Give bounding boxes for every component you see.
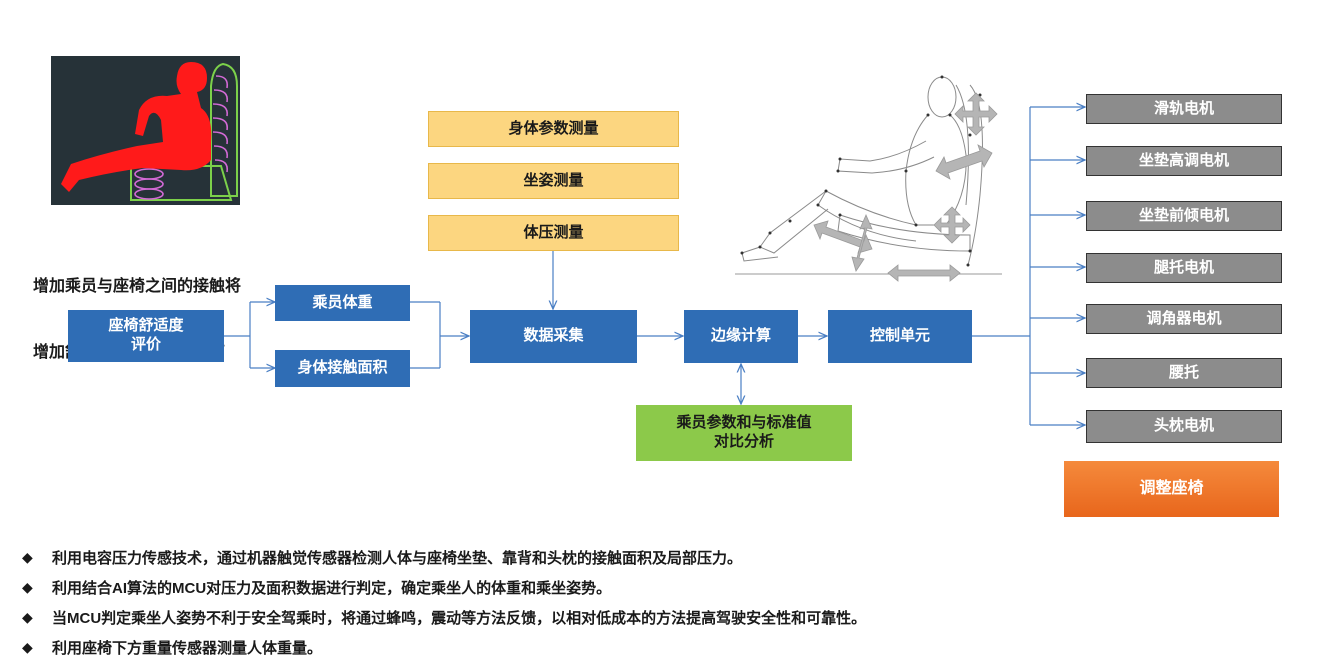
body-contact-area-box: 身体接触面积 — [275, 350, 410, 387]
occupant-weight-box: 乘员体重 — [275, 285, 410, 321]
diamond-bullet-icon: ◆ — [22, 548, 33, 565]
motor-box-cushion-tilt: 坐垫前倾电机 — [1086, 201, 1282, 231]
seat-adjustment-figure — [730, 75, 1005, 295]
edge-computing-box: 边缘计算 — [684, 310, 798, 363]
bullet-text: 利用电容压力传感技术，通过机器触觉传感器检测人体与座椅坐垫、靠背和头枕的接触面积… — [52, 549, 743, 567]
bullet-item: ◆ 利用座椅下方重量传感器测量人体重量。 — [22, 632, 866, 662]
bullet-text: 利用座椅下方重量传感器测量人体重量。 — [52, 639, 323, 657]
control-unit-box: 控制单元 — [828, 310, 972, 363]
bullet-text: 利用结合AI算法的MCU对压力及面积数据进行判定，确定乘坐人的体重和乘坐姿势。 — [52, 579, 612, 597]
pressure-map-image — [51, 56, 240, 205]
comfort-evaluation-box: 座椅舒适度 评价 — [68, 310, 224, 362]
bullet-item: ◆ 利用结合AI算法的MCU对压力及面积数据进行判定，确定乘坐人的体重和乘坐姿势… — [22, 572, 866, 602]
measurement-box-body-params: 身体参数测量 — [428, 111, 679, 147]
motor-box-headrest: 头枕电机 — [1086, 410, 1282, 443]
caption-line-1: 增加乘员与座椅之间的接触将 — [33, 278, 242, 295]
parameter-analysis-box: 乘员参数和与标准值 对比分析 — [636, 405, 852, 461]
motor-box-recliner: 调角器电机 — [1086, 304, 1282, 334]
bullet-list: ◆ 利用电容压力传感技术，通过机器触觉传感器检测人体与座椅坐垫、靠背和头枕的接触… — [22, 542, 866, 662]
bullet-item: ◆ 当MCU判定乘坐人姿势不利于安全驾乘时，将通过蜂鸣，震动等方法反馈，以相对低… — [22, 602, 866, 632]
motor-box-lumbar: 腰托 — [1086, 358, 1282, 388]
adjust-seat-box: 调整座椅 — [1064, 461, 1279, 517]
motor-box-leg-rest: 腿托电机 — [1086, 253, 1282, 283]
data-collection-box: 数据采集 — [470, 310, 637, 363]
diamond-bullet-icon: ◆ — [22, 608, 33, 625]
measurement-box-body-pressure: 体压测量 — [428, 215, 679, 251]
comfort-caption: 增加乘员与座椅之间的接触将 增加舒适度并减少身体疲劳 — [33, 232, 241, 386]
measurement-box-posture: 坐姿测量 — [428, 163, 679, 199]
bullet-item: ◆ 利用电容压力传感技术，通过机器触觉传感器检测人体与座椅坐垫、靠背和头枕的接触… — [22, 542, 866, 572]
motor-box-slide-rail: 滑轨电机 — [1086, 94, 1282, 124]
diamond-bullet-icon: ◆ — [22, 638, 33, 655]
motor-box-cushion-height: 坐垫高调电机 — [1086, 146, 1282, 176]
diamond-bullet-icon: ◆ — [22, 578, 33, 595]
bullet-text: 当MCU判定乘坐人姿势不利于安全驾乘时，将通过蜂鸣，震动等方法反馈，以相对低成本… — [52, 609, 867, 627]
